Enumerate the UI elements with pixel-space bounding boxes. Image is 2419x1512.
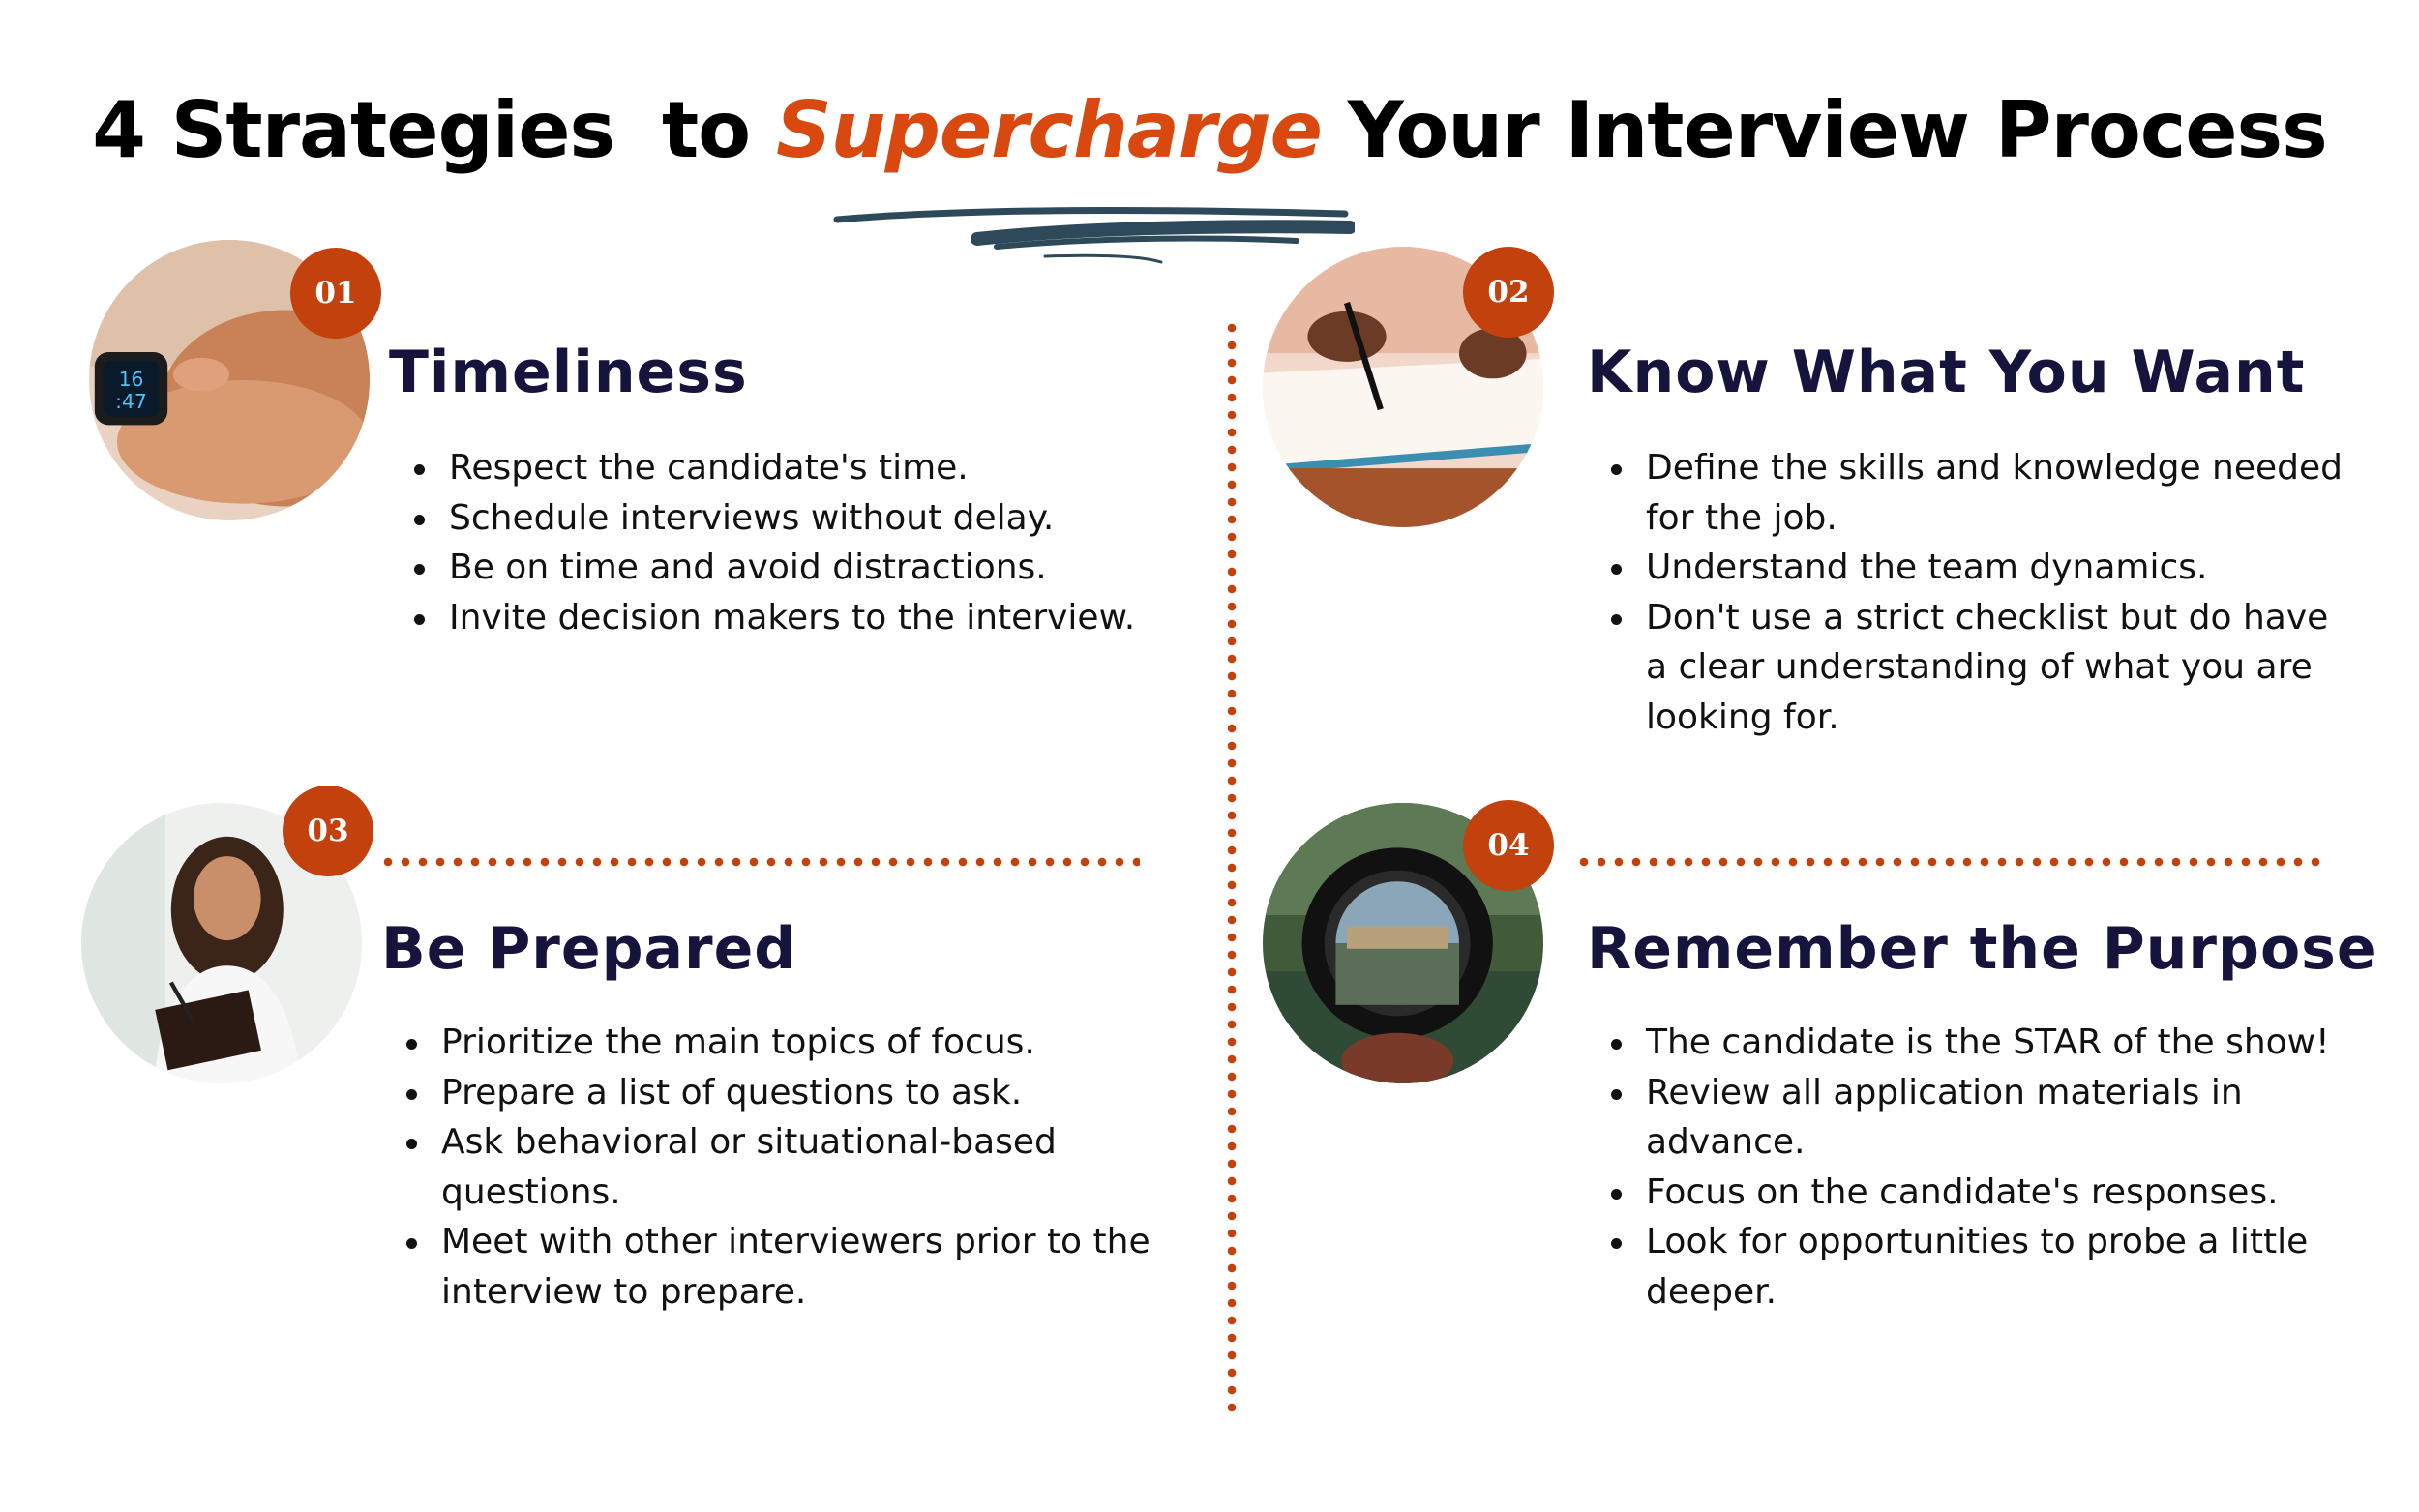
vertical-dotted-divider xyxy=(1227,319,1237,1417)
bullet-item: Review all application materials in adva… xyxy=(1611,1068,2346,1168)
bullet-item: Prepare a list of questions to ask. xyxy=(406,1068,1161,1118)
strategy-number-badge: 03 xyxy=(283,786,373,876)
bullet-item: The candidate is the STAR of the show! xyxy=(1611,1018,2346,1068)
bullet-item: Be on time and avoid distractions. xyxy=(414,543,1150,593)
strategy-number-badge: 04 xyxy=(1463,800,1554,891)
strategy-bullet-list: Prioritize the main topics of focus. Pre… xyxy=(406,1018,1161,1317)
bullet-item: Respect the candidate's time. xyxy=(414,443,1150,493)
strategy-heading: Timeliness xyxy=(389,339,748,406)
title-part-1: 4 Strategies xyxy=(92,85,615,175)
bullet-item: Look for opportunities to probe a little… xyxy=(1611,1217,2346,1317)
strategy-bullet-list: Define the skills and knowledge needed f… xyxy=(1611,443,2346,742)
strategy-bullet-list: The candidate is the STAR of the show! R… xyxy=(1611,1018,2346,1317)
page-title: 4 Strategies to Supercharge Your Intervi… xyxy=(0,85,2419,175)
bullet-item: Invite decision makers to the interview. xyxy=(414,593,1150,643)
title-part-3: Your Interview Process xyxy=(1347,85,2328,175)
bullet-item: Understand the team dynamics. xyxy=(1611,543,2346,593)
bullet-item: Schedule interviews without delay. xyxy=(414,493,1150,544)
title-part-2: to xyxy=(661,85,751,175)
bullet-item: Don't use a strict checklist but do have… xyxy=(1611,593,2346,743)
bullet-item: Define the skills and knowledge needed f… xyxy=(1611,443,2346,543)
title-accent-word: Supercharge xyxy=(776,85,1323,175)
bullet-item: Prioritize the main topics of focus. xyxy=(406,1018,1161,1068)
strategy-bullet-list: Respect the candidate's time. Schedule i… xyxy=(414,443,1150,642)
dotted-divider-right xyxy=(1575,857,2320,867)
svg-text::47: :47 xyxy=(115,390,147,413)
dotted-divider-left xyxy=(379,857,1140,867)
strategy-number-badge: 01 xyxy=(290,248,381,339)
svg-text:16: 16 xyxy=(119,368,144,391)
woman-with-planner-photo xyxy=(81,803,362,1083)
bullet-item: Ask behavioral or situational-based ques… xyxy=(406,1117,1161,1217)
brush-underline xyxy=(833,207,1355,264)
strategy-heading: Be Prepared xyxy=(381,915,797,983)
bullet-item: Focus on the candidate's responses. xyxy=(1611,1168,2346,1218)
strategy-number-badge: 02 xyxy=(1463,247,1554,338)
bullet-item: Meet with other interviewers prior to th… xyxy=(406,1217,1161,1317)
strategy-heading: Remember the Purpose xyxy=(1587,915,2377,983)
strategy-heading: Know What You Want xyxy=(1587,339,2306,406)
